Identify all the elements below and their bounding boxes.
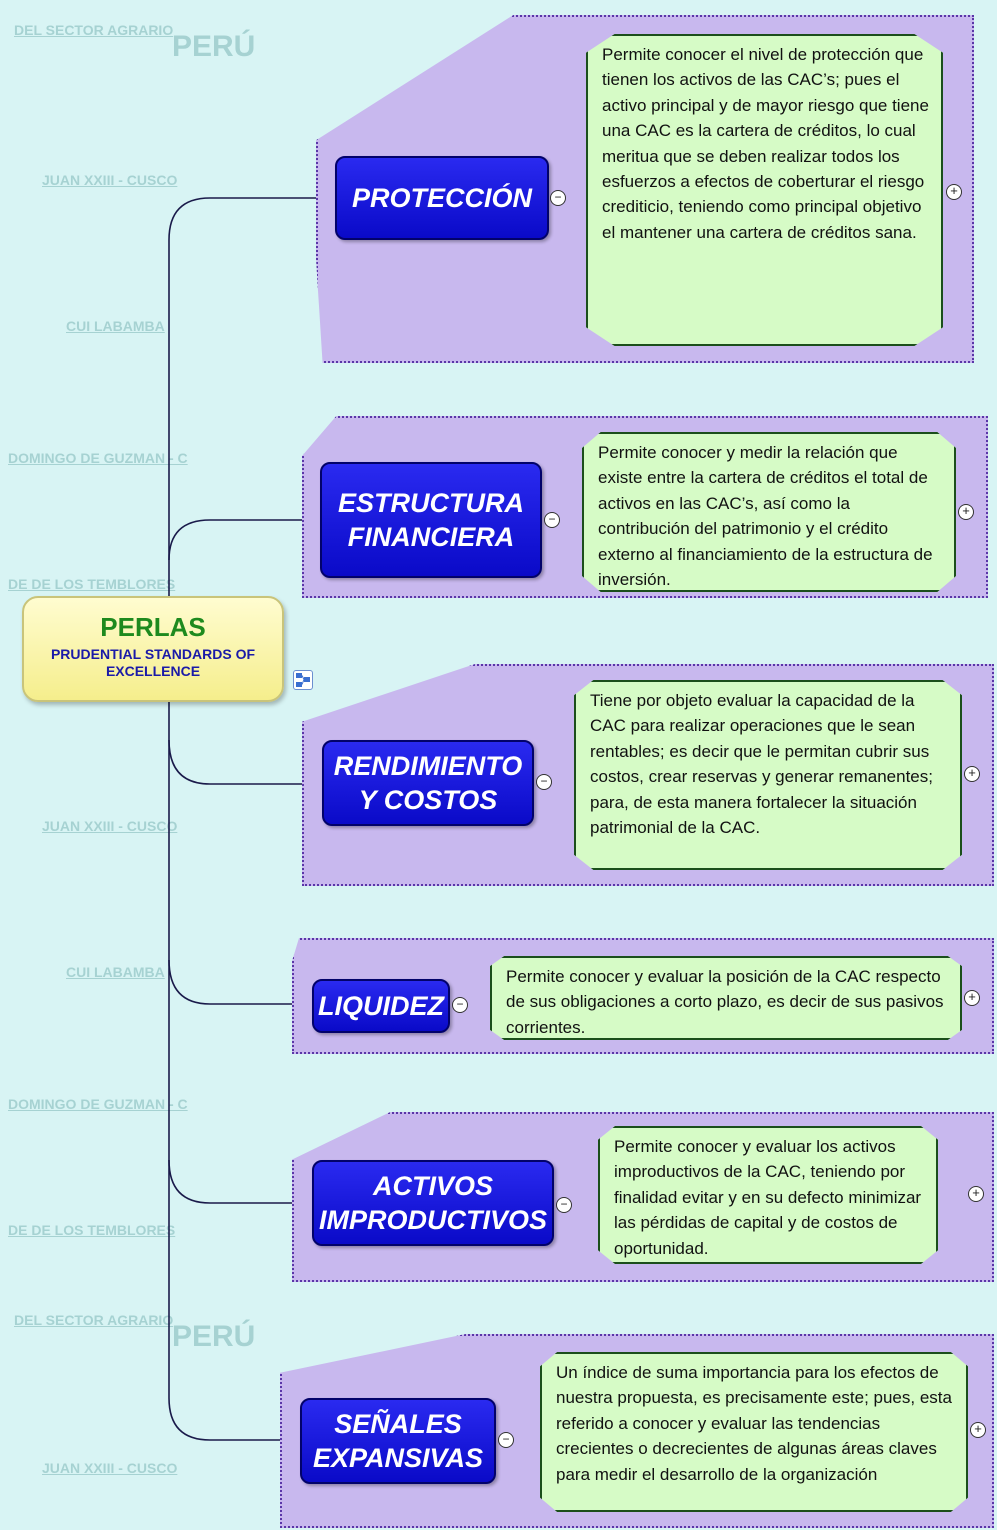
expand-icon[interactable]: +	[958, 504, 974, 520]
topic-label: ACTIVOS IMPRODUCTIVOS	[318, 1171, 547, 1235]
note-text: Tiene por objeto evaluar la capacidad de…	[590, 691, 933, 838]
expand-icon[interactable]: +	[964, 990, 980, 1006]
watermark-text: JUAN XXIII - CUSCO	[42, 818, 178, 834]
note-liquidez: Permite conocer y evaluar la posición de…	[490, 956, 962, 1040]
root-node-perlas[interactable]: PERLAS PRUDENTIAL STANDARDS OF EXCELLENC…	[22, 596, 284, 702]
watermark-text: DE DE LOS TEMBLORES	[8, 576, 176, 592]
collapse-icon[interactable]: −	[556, 1197, 572, 1213]
topic-liquidez[interactable]: LIQUIDEZ	[312, 979, 450, 1033]
collapse-icon[interactable]: −	[536, 774, 552, 790]
note-proteccion: Permite conocer el nivel de protección q…	[586, 34, 943, 346]
watermark-text: CUI LABAMBA	[66, 964, 165, 980]
topic-proteccion[interactable]: PROTECCIÓN	[335, 156, 549, 240]
watermark-text: DOMINGO DE GUZMAN - C	[8, 450, 188, 466]
topic-label: LIQUIDEZ	[318, 991, 444, 1021]
expand-icon[interactable]: +	[964, 766, 980, 782]
topic-activos-improductivos[interactable]: ACTIVOS IMPRODUCTIVOS	[312, 1160, 554, 1246]
topic-label: PROTECCIÓN	[351, 183, 532, 213]
watermark-text: JUAN XXIII - CUSCO	[42, 172, 178, 188]
watermark-text: DOMINGO DE GUZMAN - C	[8, 1096, 188, 1112]
collapse-icon[interactable]: −	[498, 1432, 514, 1448]
note-rendimiento-y-costos: Tiene por objeto evaluar la capacidad de…	[574, 680, 962, 870]
topic-label: ESTRUCTURA FINANCIERA	[338, 488, 524, 552]
expand-icon[interactable]: +	[946, 184, 962, 200]
topic-rendimiento-y-costos[interactable]: RENDIMIENTO Y COSTOS	[322, 740, 534, 826]
watermark-text: DEL SECTOR AGRARIO	[14, 1312, 174, 1328]
note-text: Permite conocer y evaluar los activos im…	[614, 1137, 922, 1258]
watermark-text: DEL SECTOR AGRARIO	[14, 22, 174, 38]
note-activos-improductivos: Permite conocer y evaluar los activos im…	[598, 1126, 938, 1264]
topic-label: SEÑALES EXPANSIVAS	[312, 1409, 484, 1473]
watermark-text: JUAN XXIII - CUSCO	[42, 1460, 178, 1476]
root-title: PERLAS	[100, 612, 206, 642]
note-text: Permite conocer y evaluar la posición de…	[506, 967, 944, 1037]
note-estructura-financiera: Permite conocer y medir la relación que …	[582, 432, 956, 592]
collapse-icon[interactable]: −	[452, 997, 468, 1013]
note-text: Permite conocer el nivel de protección q…	[602, 45, 929, 242]
note-text: Permite conocer y medir la relación que …	[598, 443, 933, 590]
note-senales-expansivas: Un índice de suma importancia para los e…	[540, 1352, 968, 1512]
note-text: Un índice de suma importancia para los e…	[556, 1363, 952, 1484]
expand-icon[interactable]: +	[968, 1186, 984, 1202]
expand-icon[interactable]: +	[970, 1422, 986, 1438]
watermark-text: PERÚ	[172, 30, 256, 63]
topic-label: RENDIMIENTO Y COSTOS	[333, 751, 523, 815]
collapse-icon[interactable]: −	[550, 190, 566, 206]
map-link-icon[interactable]	[293, 670, 313, 690]
root-subtitle: PRUDENTIAL STANDARDS OF EXCELLENCE	[50, 646, 256, 679]
watermark-text: DE DE LOS TEMBLORES	[8, 1222, 176, 1238]
watermark-text: PERÚ	[172, 1320, 256, 1353]
watermark-text: CUI LABAMBA	[66, 318, 165, 334]
topic-estructura-financiera[interactable]: ESTRUCTURA FINANCIERA	[320, 462, 542, 578]
topic-senales-expansivas[interactable]: SEÑALES EXPANSIVAS	[300, 1398, 496, 1484]
collapse-icon[interactable]: −	[544, 512, 560, 528]
